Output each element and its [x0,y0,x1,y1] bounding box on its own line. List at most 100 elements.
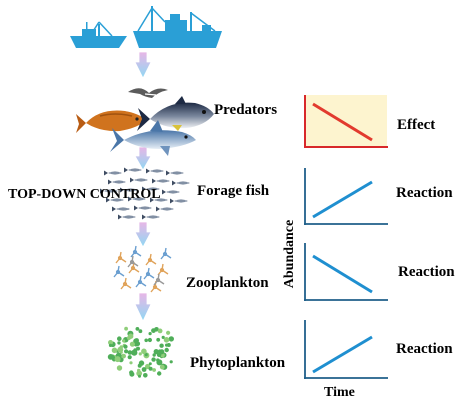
zooplankton-trend-chart [304,243,388,301]
zooplankton-shape [143,267,155,280]
response-label-forage-fish: Reaction [396,185,453,201]
phytoplankton-cell [148,332,152,336]
level-label-predators: Predators [214,102,278,118]
phytoplankton-cell [168,336,174,342]
trend-line-decreasing [312,254,373,294]
forage-fish-shape [104,170,122,176]
y-axis-label: Abundance [282,219,297,289]
response-label-phytoplankton: Reaction [396,341,453,357]
phytoplankton-cell [111,347,118,354]
forage-fish-shape [106,197,124,203]
phytoplankton-cell [157,371,162,376]
phytoplankton-trend-chart [304,320,388,379]
predator-fish-icon [76,88,214,156]
phytoplankton-cell [159,364,165,370]
phytoplankton-cell [144,338,148,343]
phytoplankton-cell [121,353,126,359]
phytoplankton-cell [124,349,129,354]
phytoplankton-cell [156,337,161,342]
phytoplankton-cell [166,343,171,347]
phytoplankton-cell [116,365,123,371]
effect-panel-bg [304,95,387,147]
phytoplankton-cell [141,367,147,372]
forage-fish-shape [142,214,160,220]
down-arrow-icon [134,51,152,79]
phytoplankton-cell [144,353,148,357]
phytoplankton-cell [122,339,126,343]
phytoplankton-cell [157,328,163,334]
forage-fish-shape [134,205,152,211]
phytoplankton-cell [138,374,141,378]
phytoplankton-cell [127,350,133,355]
phytoplankton-icon [107,326,174,378]
forage-fish-shape [112,206,130,212]
forage-fish-shape [100,188,118,194]
phytoplankton-cell [133,338,139,344]
phytoplankton-cell [141,348,147,355]
level-label-phytoplankton: Phytoplankton [190,355,286,371]
phytoplankton-cell [114,356,121,363]
phytoplankton-cell [131,349,138,356]
phytoplankton-cell [159,343,164,348]
phytoplankton-cell [152,368,157,372]
phytoplankton-cell [124,326,128,331]
phytoplankton-cell [151,357,156,362]
zooplankton-shape [135,275,147,288]
phytoplankton-cell [153,349,159,355]
forage-fish-trend-chart [304,168,388,225]
phytoplankton-cell [135,327,140,331]
forage-fish-shape [162,189,180,195]
response-label-zooplankton: Reaction [398,264,455,280]
down-arrow-icon [134,146,152,171]
phytoplankton-cell [108,343,113,347]
phytoplankton-cell [117,346,124,353]
phytoplankton-cell [156,352,162,358]
forage-fish-shape [150,197,168,203]
phytoplankton-cell [136,370,143,377]
phytoplankton-cell [138,352,142,356]
forage-fish-shape [128,196,146,202]
phytoplankton-cell [169,360,173,364]
phytoplankton-cell [164,347,169,353]
forage-fish-shape [170,198,188,204]
forage-fish-shape [118,214,136,220]
phytoplankton-cell [126,336,131,340]
zooplankton-shape [153,273,165,286]
zooplankton-icon [113,245,172,293]
phytoplankton-cell [138,329,143,334]
level-label-forage-fish: Forage fish [197,183,270,199]
forage-fish-shape [146,168,164,174]
top-down-control-title: TOP-DOWN CONTROL [8,187,161,202]
trend-line-increasing [312,180,373,219]
phytoplankton-cell [137,363,142,368]
phytoplankton-cell [117,341,121,345]
forage-fish-shape [120,187,138,193]
phytoplankton-cell [161,335,165,339]
phytoplankton-cell [148,366,153,371]
phytoplankton-cell [148,362,152,366]
forage-fish-shape [108,179,126,185]
phytoplankton-cell [158,349,162,353]
phytoplankton-cell [143,373,148,378]
zooplankton-shape [113,265,125,278]
zooplankton-shape [157,263,169,276]
forage-fish-icon [100,167,190,220]
phytoplankton-cell [108,340,113,345]
phytoplankton-cell [163,337,170,343]
zooplankton-shape [130,245,142,258]
predators-trend-chart [304,95,388,148]
fishing-boat-icon [70,21,127,48]
phytoplankton-cell [117,336,122,342]
forage-fish-shape [166,170,184,176]
phytoplankton-cell [147,337,152,343]
zooplankton-shape [160,247,172,260]
phytoplankton-cell [151,328,156,333]
down-arrow-icon [134,292,152,322]
forage-fish-shape [156,206,174,212]
trend-line-increasing [312,335,373,374]
trend-line-decreasing [312,102,373,142]
zooplankton-shape [120,277,132,290]
level-label-zooplankton: Zooplankton [186,275,269,291]
